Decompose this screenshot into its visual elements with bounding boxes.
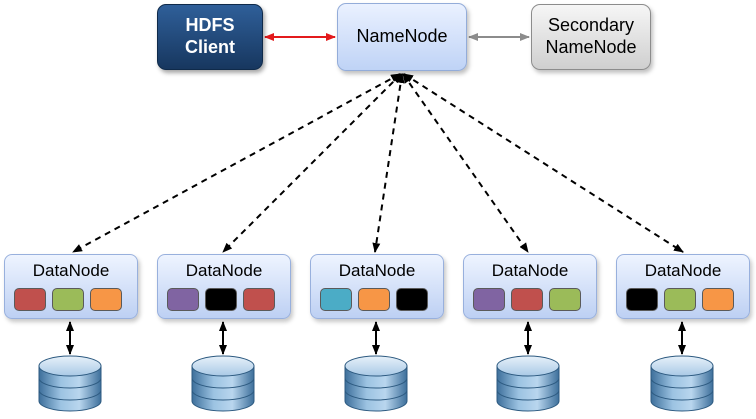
hdfs-client-label-line2: Client bbox=[184, 37, 235, 57]
heartbeat-arrow-datanode-1 bbox=[72, 73, 401, 253]
datanode-label: DataNode bbox=[338, 261, 416, 280]
datanode-label: DataNode bbox=[644, 261, 722, 280]
orange-data-block bbox=[358, 288, 390, 311]
data-block-row bbox=[626, 288, 734, 311]
heartbeat-arrow-datanode-5 bbox=[403, 73, 684, 253]
green-data-block bbox=[549, 288, 581, 311]
database-disk-icon bbox=[496, 355, 560, 412]
data-block-row bbox=[167, 288, 275, 311]
datanode-box[interactable]: DataNode bbox=[157, 254, 291, 319]
heartbeat-arrow-datanode-4 bbox=[402, 73, 529, 253]
hdfs-client-label-line1: HDFS bbox=[185, 15, 235, 36]
data-block-row bbox=[14, 288, 122, 311]
green-data-block bbox=[52, 288, 84, 311]
green-data-block bbox=[664, 288, 696, 311]
teal-data-block bbox=[320, 288, 352, 311]
purple-data-block bbox=[473, 288, 505, 311]
red-data-block bbox=[243, 288, 275, 311]
namenode-label: NameNode bbox=[356, 26, 448, 47]
database-disk-icon bbox=[38, 355, 102, 412]
secondary-namenode-box[interactable]: Secondary NameNode bbox=[531, 4, 651, 70]
database-disk-icon bbox=[191, 355, 255, 412]
heartbeat-arrow-datanode-3 bbox=[372, 73, 405, 253]
database-disk-icon bbox=[344, 355, 408, 412]
datanode-box[interactable]: DataNode bbox=[463, 254, 597, 319]
namenode-box[interactable]: NameNode bbox=[337, 3, 467, 71]
purple-data-block bbox=[167, 288, 199, 311]
red-data-block bbox=[14, 288, 46, 311]
black-data-block bbox=[626, 288, 658, 311]
secondary-namenode-label-line2: NameNode bbox=[545, 37, 637, 57]
datanode-box[interactable]: DataNode bbox=[616, 254, 750, 319]
black-data-block bbox=[205, 288, 237, 311]
secondary-namenode-label-line1: Secondary bbox=[547, 15, 635, 36]
orange-data-block bbox=[90, 288, 122, 311]
data-block-row bbox=[320, 288, 428, 311]
datanode-label: DataNode bbox=[491, 261, 569, 280]
hdfs-client-box[interactable]: HDFS Client bbox=[157, 4, 263, 70]
datanode-box[interactable]: DataNode bbox=[310, 254, 444, 319]
red-data-block bbox=[511, 288, 543, 311]
heartbeat-arrow-datanode-2 bbox=[222, 73, 402, 253]
datanode-box[interactable]: DataNode bbox=[4, 254, 138, 319]
data-block-row bbox=[473, 288, 581, 311]
database-disk-icon bbox=[650, 355, 714, 412]
datanode-label: DataNode bbox=[185, 261, 263, 280]
black-data-block bbox=[396, 288, 428, 311]
datanode-label: DataNode bbox=[32, 261, 110, 280]
orange-data-block bbox=[702, 288, 734, 311]
